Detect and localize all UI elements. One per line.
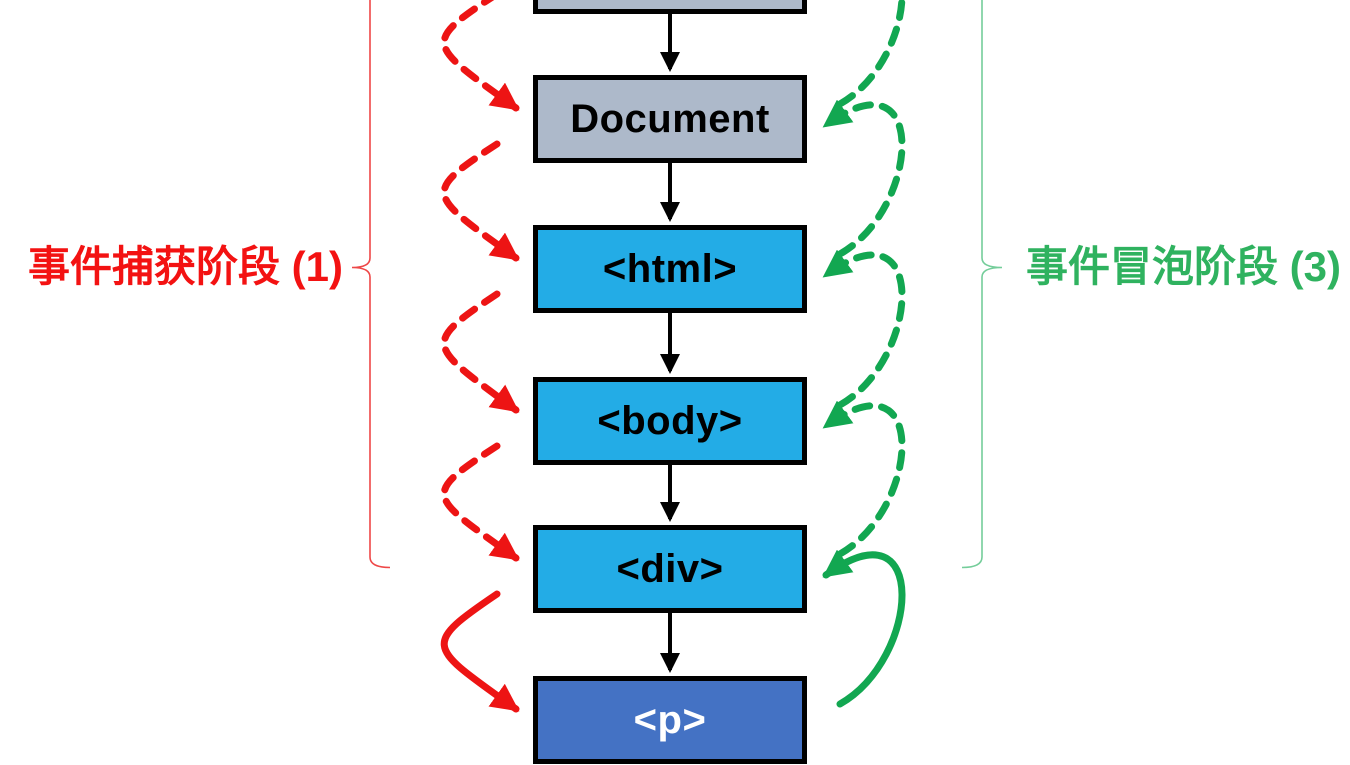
capture-arc-body-div (440, 442, 520, 562)
node-body: <body> (533, 377, 807, 465)
node-window-partial (533, 0, 807, 14)
node-html-label: <html> (602, 246, 738, 291)
bubble-arc-document-window (836, 0, 906, 108)
bubble-bracket (961, 0, 1003, 569)
capture-phase-label: 事件捕获阶段 (1) (28, 243, 344, 290)
capture-bracket (351, 0, 391, 569)
node-p: <p> (533, 676, 807, 764)
node-document: Document (533, 75, 807, 163)
bubble-arc-html-document (822, 99, 906, 258)
capture-arrows (440, 0, 520, 713)
bubble-arrows (822, 0, 906, 708)
node-p-label: <p> (633, 697, 707, 742)
node-document-label: Document (570, 96, 770, 141)
node-body-label: <body> (597, 398, 743, 443)
capture-arc-div-p (440, 590, 520, 713)
node-div-label: <div> (616, 546, 724, 591)
bubble-phase-label: 事件冒泡阶段 (3) (1026, 243, 1342, 290)
bubble-arc-p-div (822, 549, 906, 708)
bubble-arc-body-html (822, 249, 906, 409)
node-html: <html> (533, 225, 807, 313)
bubble-arc-div-body (822, 400, 906, 558)
capture-arc-html-body (440, 290, 520, 414)
capture-arc-document-html (440, 140, 520, 262)
node-div: <div> (533, 525, 807, 613)
capture-arc-window-document (440, 0, 520, 112)
